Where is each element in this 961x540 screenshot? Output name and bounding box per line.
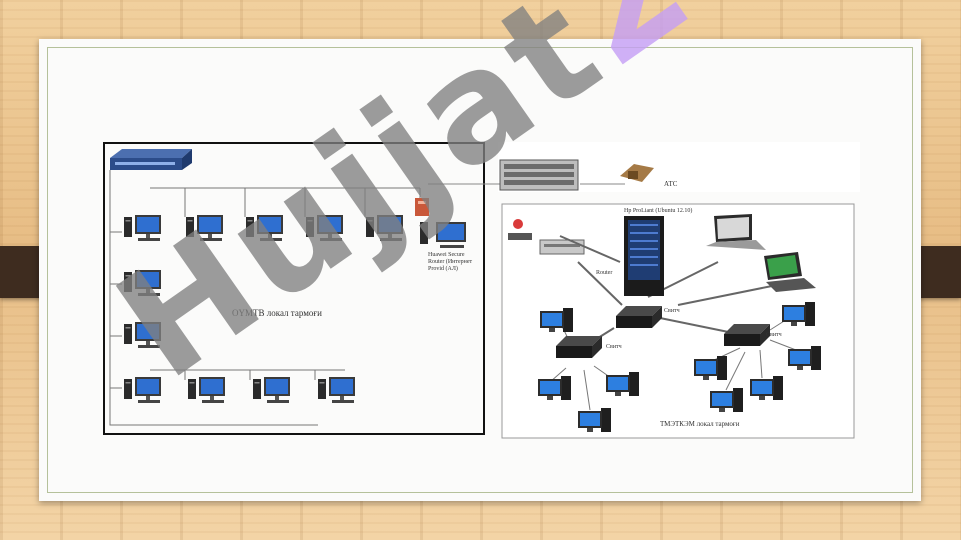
left-network-border (103, 142, 485, 435)
ats-device-icon (620, 164, 654, 182)
ats-label: АТС (664, 180, 678, 188)
main-switch-icon (110, 149, 192, 170)
hp-server-icon (624, 216, 664, 296)
router-pc-icon (420, 222, 466, 248)
router-caption-2: Router (Интернет (428, 258, 473, 265)
firewall-router-icon (415, 198, 429, 216)
laptop-gray-icon (706, 214, 766, 250)
switch-label-left: Свитч (606, 344, 622, 350)
router-small-label: Router (596, 270, 612, 276)
laptop-green-icon (764, 252, 816, 292)
rack-equipment-icon (499, 159, 579, 191)
right-network-label: ТМЭТКЭМ локал тармоғи (660, 420, 740, 428)
left-network-label: ОҮМТВ локал тармоғи (232, 308, 322, 318)
router-caption-3: Provid (АЛ) (428, 265, 458, 272)
server-label: Hp ProLiant (Ubuntu 12.10) (624, 207, 692, 214)
switch-center-icon (616, 306, 662, 328)
router-caption-1: Huawei Secure (428, 252, 465, 258)
switch-label-right: Свитч (766, 332, 782, 338)
switch-right-icon (724, 324, 770, 346)
switch-left-icon (556, 336, 602, 358)
huawei-router-icon (508, 219, 585, 255)
left-cabling (109, 170, 421, 426)
left-pc-row-bottom (124, 377, 355, 403)
card-inner-border (47, 47, 913, 493)
switch-label-center: Свитч (664, 308, 680, 314)
